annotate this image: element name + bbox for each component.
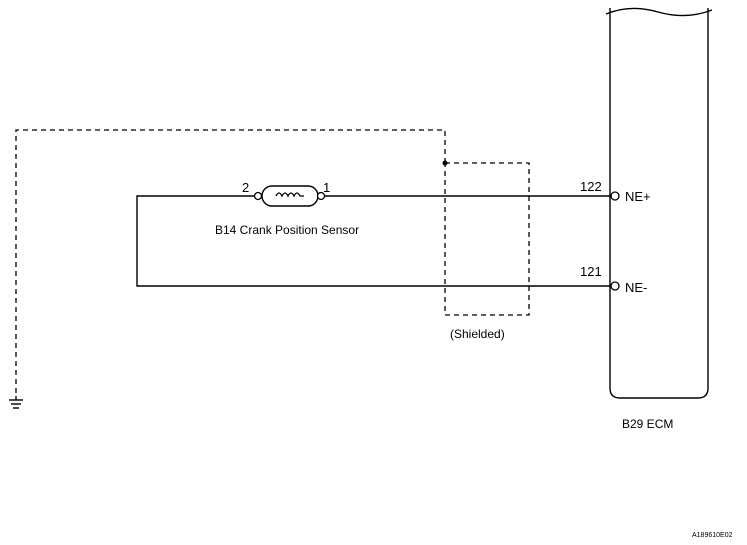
sensor-wire-loop <box>136 195 611 287</box>
terminal-ne-plus-dot <box>610 191 620 201</box>
terminal-122-pin-label: 122 <box>580 179 602 194</box>
shield-lines <box>15 129 530 396</box>
terminal-121-pin-label: 121 <box>580 264 602 279</box>
terminal-ne-plus-label: NE+ <box>625 189 651 204</box>
terminal-ne-minus-label: NE- <box>625 280 648 295</box>
ground-icon <box>9 396 23 409</box>
terminal-ne-minus-dot <box>610 281 620 291</box>
crank-sensor-symbol <box>253 185 326 207</box>
sensor-pin2-dot <box>253 191 263 201</box>
sensor-name-label: B14 Crank Position Sensor <box>215 223 360 237</box>
sensor-pin-2-label: 2 <box>242 180 250 195</box>
shield-junction-dot <box>442 160 448 166</box>
sensor-pin1-dot <box>316 191 326 201</box>
sensor-pin-1-label: 1 <box>323 180 331 195</box>
coil-icon <box>275 192 304 198</box>
figure-code-label: A189610E02 <box>692 532 733 539</box>
ecm-body <box>605 7 713 399</box>
shielded-label: (Shielded) <box>450 327 505 341</box>
ecm-name-label: B29 ECM <box>622 417 674 431</box>
